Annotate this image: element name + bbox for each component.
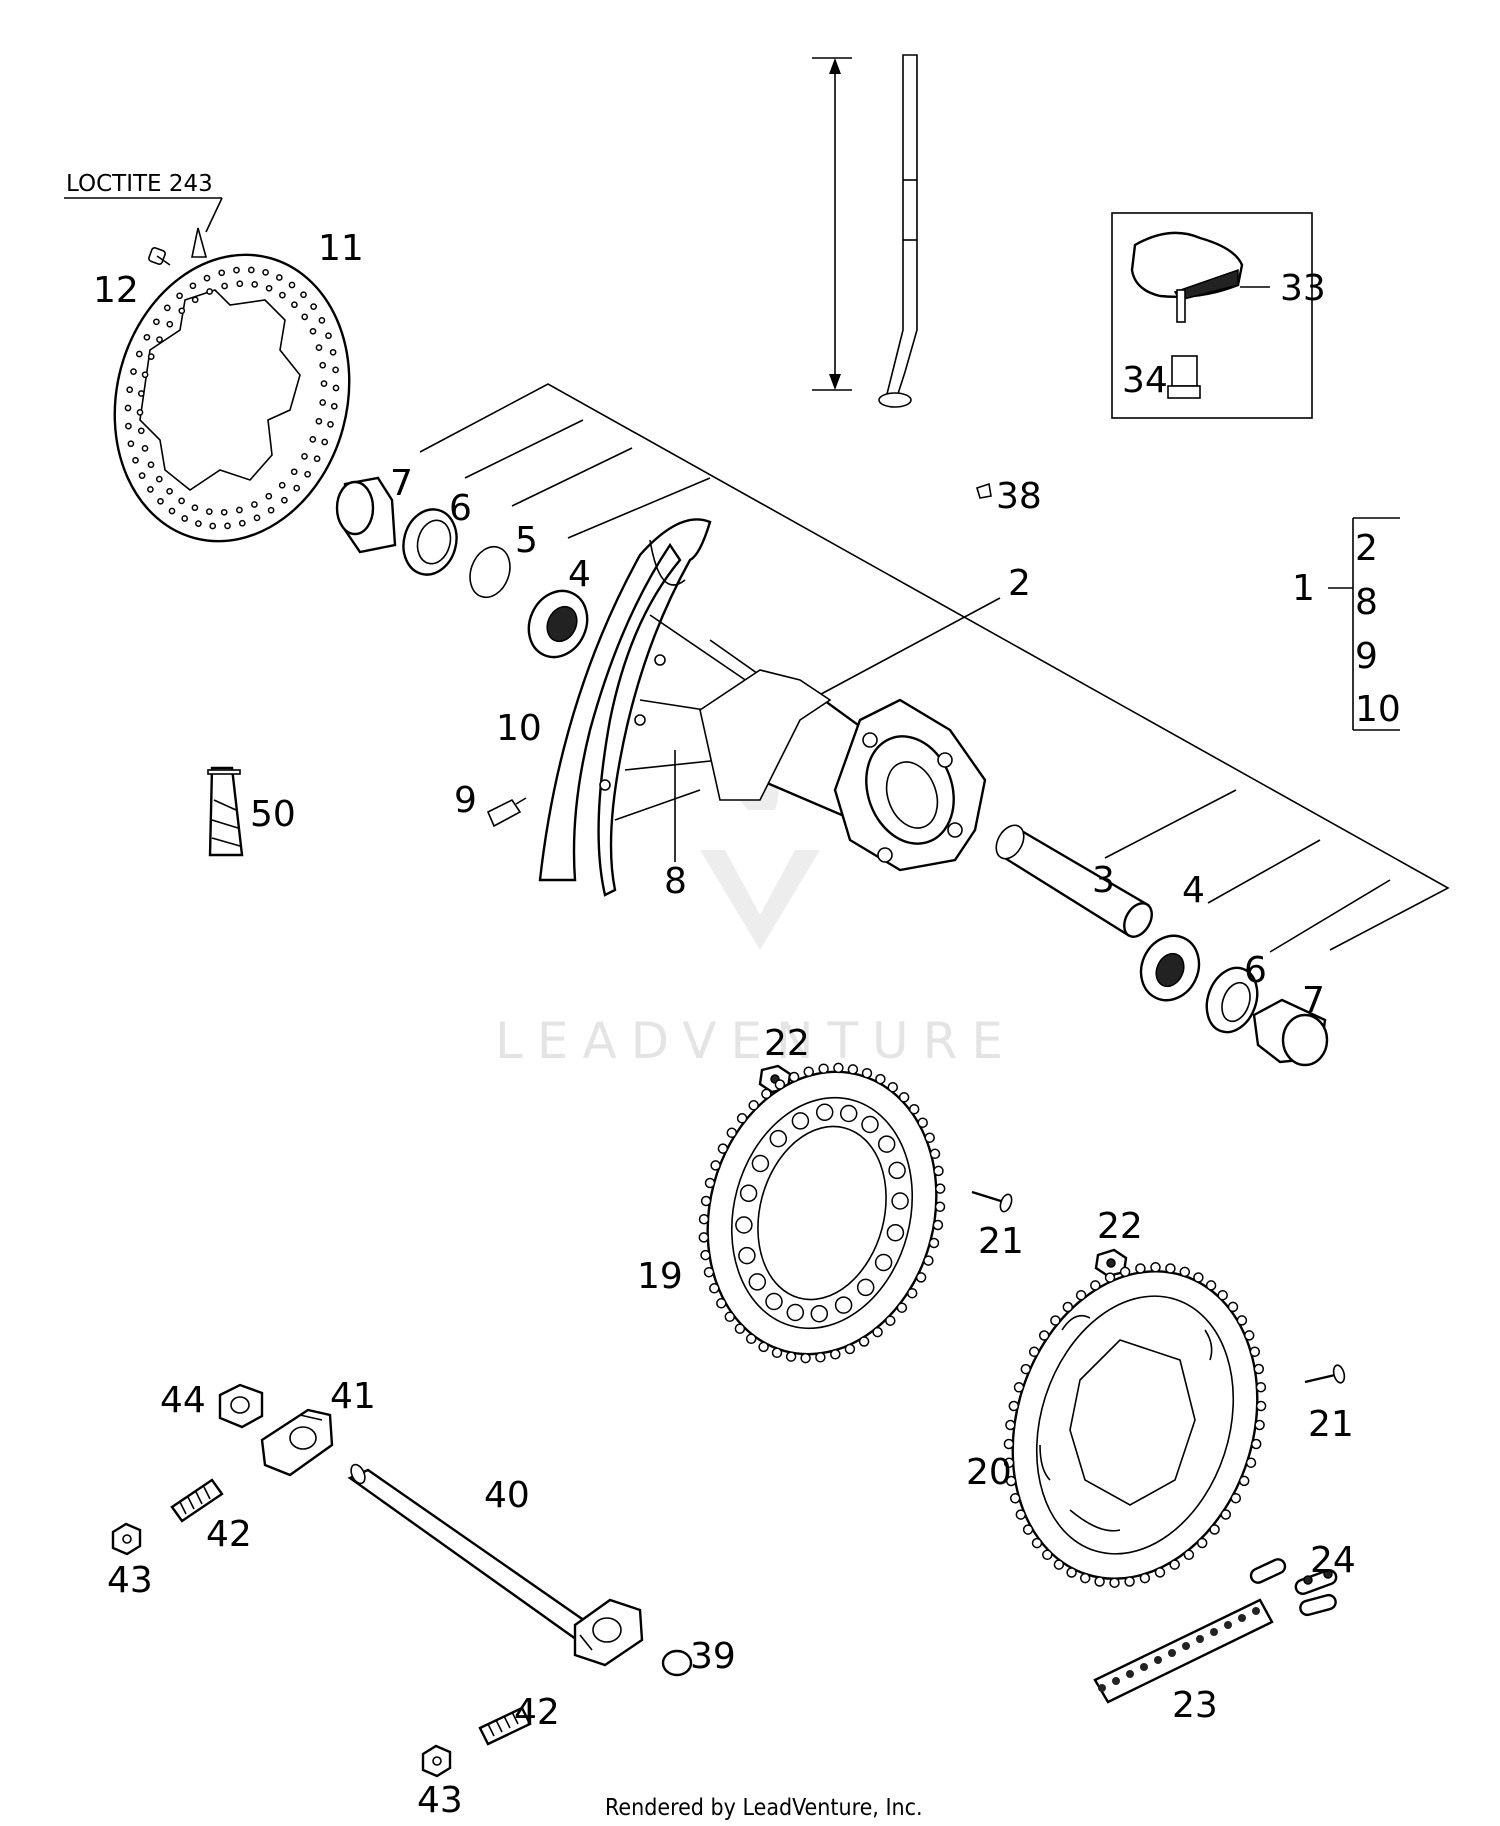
- callout-labels: 1 2 8 9 10 2 3 4 4 5 6 6 7 7 8 9 10 11 1…: [93, 228, 1401, 1821]
- small-cap-icon: [976, 482, 992, 499]
- callout-44: 44: [160, 1380, 206, 1421]
- distance-bushing: [995, 824, 1153, 938]
- chain-adjuster-left: [260, 1408, 334, 1477]
- bracket-item-10: 10: [1355, 689, 1401, 730]
- loctite-note: LOCTITE 243: [64, 171, 223, 258]
- valve-kit-box: [1111, 212, 1313, 419]
- rear-sprocket-20: [1003, 1262, 1267, 1588]
- render-credit: Rendered by LeadVenture, Inc.: [605, 1795, 923, 1821]
- callout-38: 38: [996, 476, 1042, 517]
- adjusting-screw-left: [170, 1478, 224, 1523]
- callout-3: 3: [1092, 860, 1115, 901]
- valve-nut-icon: [1171, 355, 1198, 387]
- bracket-item-9: 9: [1355, 636, 1378, 677]
- callout-5: 5: [515, 520, 538, 561]
- callout-42-right: 42: [514, 1692, 560, 1733]
- callout-6-right: 6: [1244, 950, 1267, 991]
- shaft-seal-left: [402, 508, 458, 576]
- grease-tube: [207, 766, 244, 857]
- exploded-axis-leaders: [419, 383, 1450, 953]
- wheel-rim: [538, 518, 712, 897]
- callout-10: 10: [496, 708, 542, 749]
- spoke: [812, 54, 918, 408]
- callout-41: 41: [330, 1376, 376, 1417]
- loctite-drop-icon: [191, 227, 208, 258]
- callout-7-left: 7: [390, 463, 413, 504]
- loctite-label: LOCTITE 243: [66, 171, 213, 197]
- circlip: [469, 545, 511, 599]
- axle-nut: [218, 1383, 264, 1429]
- callout-43-left: 43: [107, 1560, 153, 1601]
- callout-21-right: 21: [1308, 1404, 1354, 1445]
- wheel-spacer-left: [335, 476, 397, 554]
- sprocket-bolt-right: [1304, 1364, 1346, 1384]
- wheel-axle: [347, 1463, 644, 1667]
- watermark-text: LEADVENTURE: [495, 1012, 1017, 1070]
- leadventure-watermark: LEADVENTURE: [495, 725, 1017, 1070]
- bracket-item-2: 2: [1355, 528, 1378, 569]
- callout-8: 8: [664, 861, 687, 902]
- axle-cap: [661, 1649, 693, 1677]
- callout-33: 33: [1280, 268, 1326, 309]
- callout-24: 24: [1310, 1540, 1356, 1581]
- callout-34: 34: [1122, 360, 1168, 401]
- drive-chain: [1093, 1598, 1274, 1704]
- callout-11: 11: [318, 228, 364, 269]
- sprocket-bolt-top: [971, 1190, 1013, 1213]
- callout-21-top: 21: [978, 1221, 1024, 1262]
- callout-50: 50: [250, 794, 296, 835]
- callout-43-right: 43: [417, 1780, 463, 1821]
- bearing-right: [1139, 934, 1201, 1002]
- callout-42-left: 42: [206, 1514, 252, 1555]
- callout-4-left: 4: [568, 554, 591, 595]
- callout-20: 20: [966, 1452, 1012, 1493]
- callout-7-right: 7: [1302, 980, 1325, 1021]
- callout-1: 1: [1292, 568, 1315, 609]
- lock-nut-right: [421, 1744, 452, 1778]
- spoke-nipple: [486, 797, 527, 828]
- callout-40: 40: [484, 1475, 530, 1516]
- callout-12: 12: [93, 270, 139, 311]
- wheel-spacer-right: [1252, 998, 1329, 1067]
- callout-39: 39: [690, 1636, 736, 1677]
- disc-bolt: [148, 247, 171, 266]
- brake-disc: [113, 253, 351, 543]
- adjusting-screw-right: [478, 1706, 532, 1746]
- callout-22-right: 22: [1097, 1206, 1143, 1247]
- callout-6-left: 6: [449, 488, 472, 529]
- callout-9: 9: [454, 780, 477, 821]
- kit-bracket: [1328, 517, 1400, 731]
- lock-nut-left: [111, 1522, 142, 1556]
- callout-2: 2: [1008, 563, 1031, 604]
- callout-19: 19: [637, 1256, 683, 1297]
- chain-master-link: [1249, 1558, 1338, 1617]
- callout-4-right: 4: [1182, 870, 1205, 911]
- rear-sprocket-19: [698, 1062, 946, 1364]
- shaft-seal-right: [1205, 966, 1259, 1034]
- bearing-left: [527, 589, 589, 659]
- callout-23: 23: [1172, 1685, 1218, 1726]
- bracket-item-8: 8: [1355, 582, 1378, 623]
- callout-22-top: 22: [764, 1023, 810, 1064]
- wheel-hub: [614, 614, 987, 872]
